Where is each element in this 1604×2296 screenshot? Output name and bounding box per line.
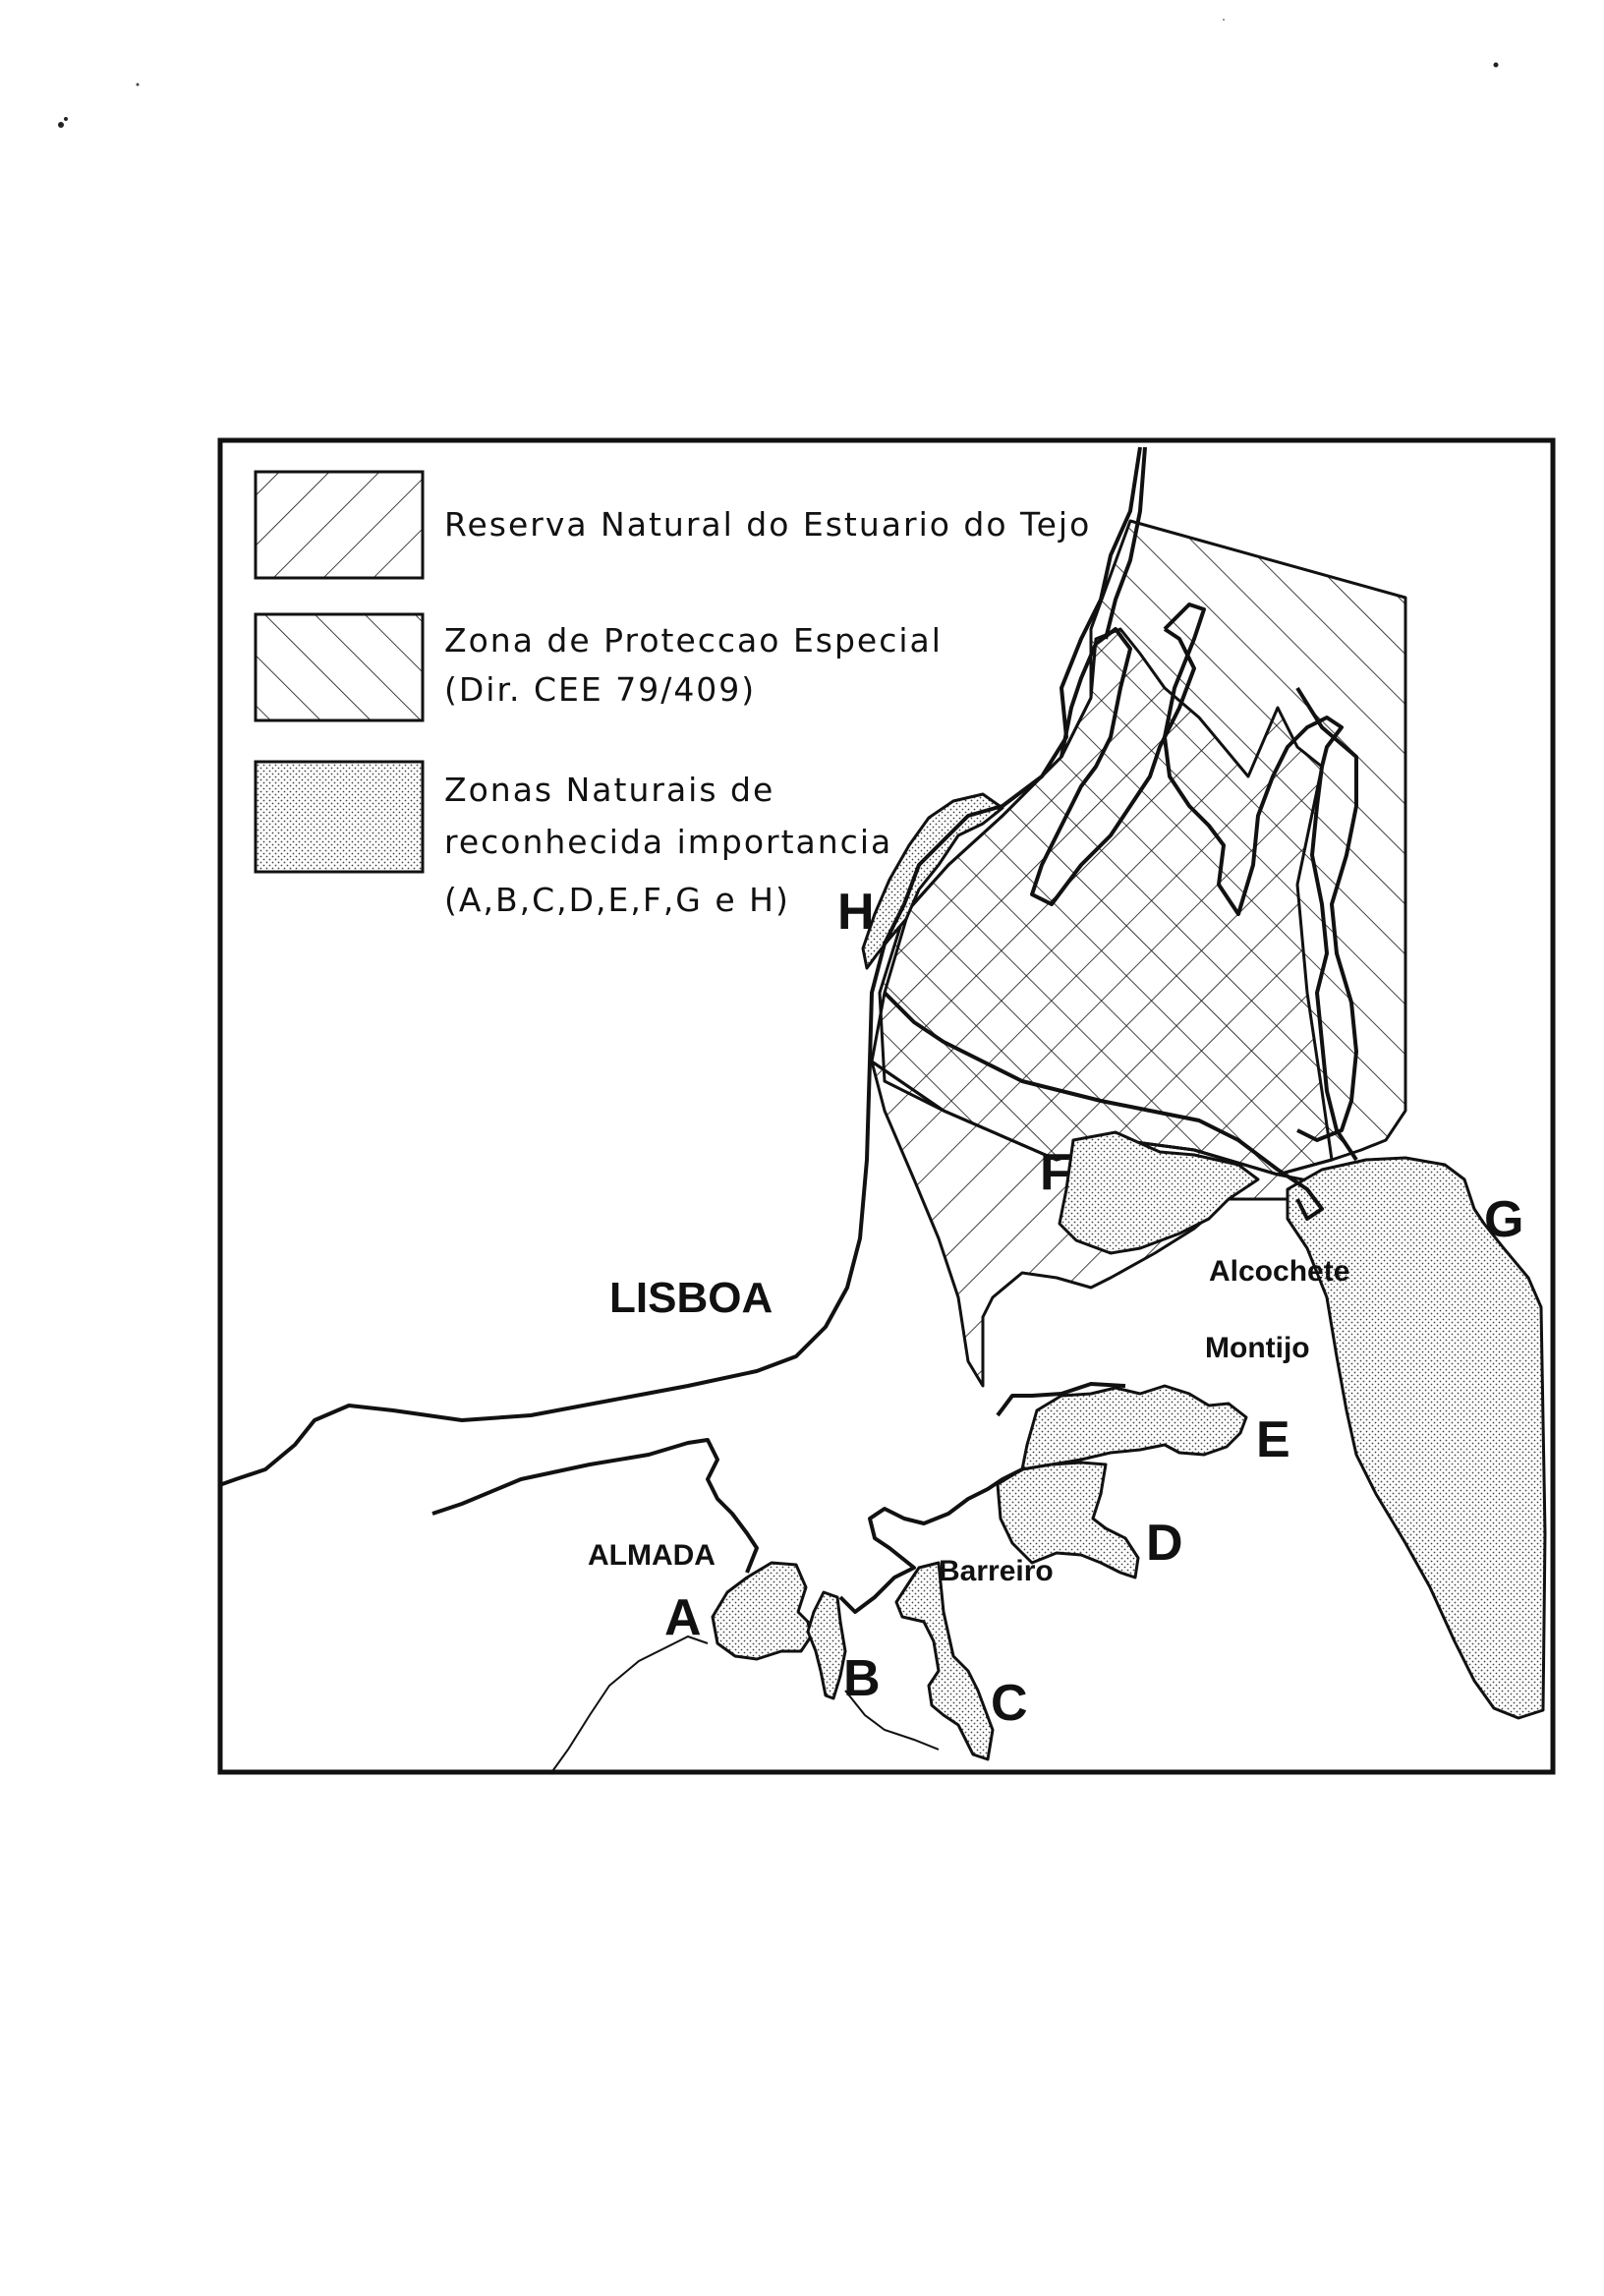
zpe-area [878,519,1407,1177]
scan-specks [58,19,1499,128]
legend: Reserva Natural do Estuario do Tejo Zona… [254,470,1091,919]
map-content [221,446,1547,1775]
zone-a-area [711,1561,813,1661]
zone-label-f: F [1040,1144,1071,1201]
map-frame [217,437,1556,1775]
barreiro-peninsula [838,1467,1023,1614]
zone-label-c: C [991,1675,1028,1732]
legend-label-zonas-3: (A,B,C,D,E,F,G e H) [444,881,790,919]
legend-label-reserva: Reserva Natural do Estuario do Tejo [444,505,1091,544]
label-montijo: Montijo [1205,1332,1310,1364]
legend-label-zpe-1: Zona de Proteccao Especial [444,621,943,660]
south-bank-coastline [431,1438,759,1574]
legend-swatch-reserva [254,470,425,580]
inner-channel-5 [1295,686,1358,1142]
zone-label-a: A [664,1589,702,1646]
zone-label-g: G [1484,1191,1523,1248]
inner-channel-4 [883,991,1324,1221]
zone-g-area [1286,1156,1547,1720]
zone-label-h: H [837,884,875,941]
montijo-shore [996,1382,1126,1417]
estuary-east-bank [1104,446,1147,640]
zone-d-area [996,1461,1140,1579]
legend-swatch-zpe [254,612,425,722]
legend-label-zonas-1: Zonas Naturais de [444,771,774,809]
zone-b-area [806,1590,847,1700]
label-lisboa: LISBOA [609,1274,773,1322]
inland-boundary [549,1635,940,1775]
legend-label-zpe-2: (Dir. CEE 79/409) [444,670,756,709]
zone-label-d: D [1146,1515,1183,1572]
zone-label-b: B [843,1650,881,1707]
label-alcochete: Alcochete [1209,1255,1349,1288]
inner-channel-2 [1163,603,1344,916]
zone-label-e: E [1256,1411,1290,1468]
zone-f-area [1058,1130,1260,1255]
zone-h-area [861,792,1004,970]
inner-channel-3 [1310,766,1358,1162]
lisbon-coastline [221,446,1142,1486]
zone-e-area [1020,1384,1248,1471]
legend-swatch-zonas [254,760,425,874]
label-barreiro: Barreiro [939,1555,1054,1587]
legend-label-zonas-2: reconhecida importancia [444,823,892,861]
zone-c-area [894,1561,995,1761]
label-almada: ALMADA [588,1539,716,1572]
